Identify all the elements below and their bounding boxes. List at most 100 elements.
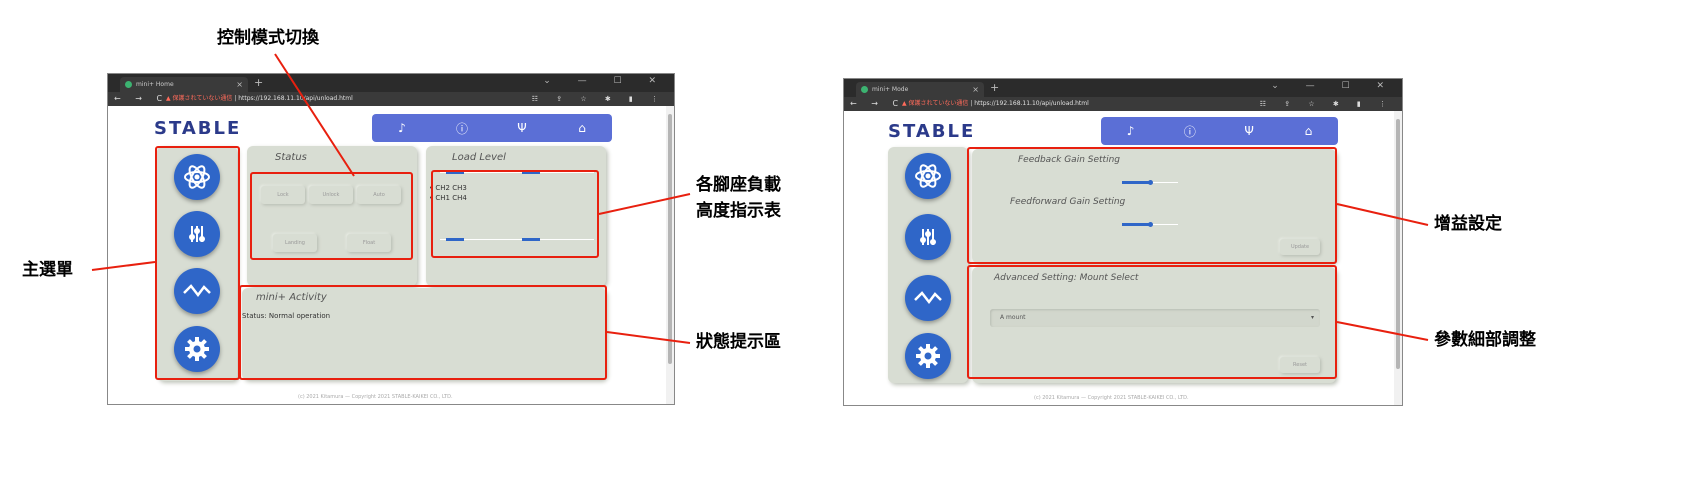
chevron-down-icon: ▾ bbox=[1310, 314, 1314, 321]
callout-gain-setting: 增益設定 bbox=[1434, 214, 1502, 234]
mount-select[interactable]: A mount ▾ bbox=[990, 309, 1320, 327]
url-field[interactable]: ▲ 保護されていない通信 | https://192.168.11.10/api… bbox=[166, 95, 353, 102]
top-nav-bar: ♪ ⓘ Ψ ⌂ bbox=[1101, 117, 1338, 145]
antenna-icon[interactable]: Ψ bbox=[1244, 124, 1254, 138]
bell-icon[interactable]: ♪ bbox=[398, 121, 406, 135]
tab-bar-right: mini+ Mode × + ⌄ — ☐ ✕ bbox=[844, 79, 1402, 97]
address-bar-right: ← → C ▲ 保護されていない通信 | https://192.168.11.… bbox=[844, 97, 1402, 111]
activity-status: Status: Normal operation bbox=[242, 312, 331, 320]
nav-buttons[interactable]: ← → C bbox=[114, 94, 169, 103]
activity-title: mini+ Activity bbox=[256, 292, 327, 303]
wave-icon bbox=[914, 291, 942, 305]
feedforward-fill bbox=[1122, 223, 1150, 226]
menu-item-sliders[interactable] bbox=[905, 214, 951, 260]
load-bar-ch4 bbox=[522, 238, 540, 241]
activity-panel: mini+ Activity Status: Normal operation bbox=[242, 288, 606, 380]
menu-item-atom[interactable] bbox=[905, 153, 951, 199]
callout-load-indicator-2: 高度指示表 bbox=[696, 201, 781, 221]
line-advanced bbox=[1336, 321, 1429, 341]
line-main-menu bbox=[91, 261, 156, 271]
tab-title: mini+ Home bbox=[136, 81, 174, 88]
load-track-bottom bbox=[440, 239, 594, 240]
mount-select-value: A mount bbox=[1000, 314, 1026, 321]
highlight-status-area bbox=[239, 285, 607, 380]
menu-item-wave[interactable] bbox=[905, 275, 951, 321]
highlight-gain bbox=[967, 147, 1337, 264]
callout-status-hint: 狀態提示區 bbox=[696, 332, 781, 352]
footer-text: (c) 2021 Kitamura — Copyright 2021 STABL… bbox=[298, 394, 453, 400]
stable-logo: STABLE bbox=[888, 121, 976, 142]
page-content-right: STABLE ♪ ⓘ Ψ ⌂ bbox=[844, 111, 1394, 405]
update-button[interactable]: Update bbox=[1280, 239, 1320, 255]
nav-buttons[interactable]: ← → C bbox=[850, 99, 905, 108]
status-button-float[interactable]: Float bbox=[347, 234, 391, 252]
scrollbar-thumb[interactable] bbox=[1396, 119, 1400, 369]
url-text: https://192.168.11.10/api/unload.html bbox=[238, 95, 353, 102]
feedback-fill bbox=[1122, 181, 1150, 184]
advanced-panel: Advanced Setting: Mount Select A mount ▾… bbox=[972, 267, 1336, 383]
window-controls[interactable]: ⌄ — ☐ ✕ bbox=[1271, 81, 1396, 91]
antenna-icon[interactable]: Ψ bbox=[517, 121, 527, 135]
browser-tab-right[interactable]: mini+ Mode × bbox=[856, 82, 984, 97]
lock-icon[interactable]: ⌂ bbox=[578, 121, 586, 135]
status-button-unlock[interactable]: Unlock bbox=[309, 186, 353, 204]
info-icon[interactable]: ⓘ bbox=[455, 121, 468, 136]
toolbar-icons[interactable]: ☷ ⇪ ☆ ✱ ▮ ⋮ bbox=[1259, 100, 1394, 108]
new-tab-button[interactable]: + bbox=[990, 81, 1000, 94]
load-bar-ch2 bbox=[446, 171, 464, 174]
gear-icon bbox=[185, 337, 209, 361]
top-nav-bar: ♪ ⓘ Ψ ⌂ bbox=[372, 114, 612, 142]
reset-button[interactable]: Reset bbox=[1280, 357, 1320, 373]
favicon-icon bbox=[861, 86, 868, 93]
scrollbar-thumb[interactable] bbox=[668, 114, 672, 364]
menu-item-sliders[interactable] bbox=[174, 211, 220, 257]
new-tab-button[interactable]: + bbox=[254, 76, 264, 89]
menu-item-wave[interactable] bbox=[174, 268, 220, 314]
status-button-lock[interactable]: Lock bbox=[261, 186, 305, 204]
toolbar-icons[interactable]: ☷ ⇪ ☆ ✱ ▮ ⋮ bbox=[531, 95, 666, 103]
feedforward-gain-title: Feedforward Gain Setting bbox=[1010, 197, 1126, 207]
feedback-gain-title: Feedback Gain Setting bbox=[1018, 155, 1120, 165]
menu-item-settings[interactable] bbox=[174, 326, 220, 372]
gear-icon bbox=[916, 344, 940, 368]
url-field[interactable]: ▲ 保護されていない通信 | https://192.168.11.10/api… bbox=[902, 100, 1089, 107]
menu-item-atom[interactable] bbox=[174, 154, 220, 200]
status-button-landing[interactable]: Landing bbox=[273, 234, 317, 252]
close-tab-icon[interactable]: × bbox=[236, 80, 243, 89]
feedback-slider-knob[interactable] bbox=[1148, 180, 1153, 185]
sidebar-menu bbox=[888, 147, 968, 383]
highlight-load-indicator bbox=[431, 170, 599, 258]
address-bar: ← → C ▲ 保護されていない通信 | https://192.168.11.… bbox=[108, 92, 674, 106]
atom-icon bbox=[915, 164, 941, 188]
window-controls[interactable]: ⌄ — ☐ ✕ bbox=[543, 76, 668, 86]
page-content: STABLE ♪ ⓘ Ψ ⌂ bbox=[108, 106, 666, 404]
insecure-warning: ▲ 保護されていない通信 bbox=[902, 100, 969, 107]
line-status-area bbox=[606, 331, 691, 344]
bell-icon[interactable]: ♪ bbox=[1126, 124, 1135, 138]
scrollbar[interactable] bbox=[1394, 111, 1402, 405]
wave-icon bbox=[183, 284, 211, 298]
close-tab-icon[interactable]: × bbox=[972, 85, 979, 94]
line-load-indicator bbox=[598, 193, 691, 215]
scrollbar[interactable] bbox=[666, 106, 674, 404]
sliders-icon bbox=[189, 226, 205, 242]
status-panel: Status Lock Unlock Auto Landing Float bbox=[247, 146, 417, 286]
lock-icon[interactable]: ⌂ bbox=[1304, 124, 1313, 138]
callout-param-adjust: 參數細部調整 bbox=[1434, 330, 1536, 350]
browser-window-left: mini+ Home × + ⌄ — ☐ ✕ ← → C ▲ 保護されていない通… bbox=[107, 73, 675, 405]
feedforward-slider-knob[interactable] bbox=[1148, 222, 1153, 227]
info-icon[interactable]: ⓘ bbox=[1183, 124, 1196, 139]
status-button-auto[interactable]: Auto bbox=[357, 186, 401, 204]
load-bar-ch3 bbox=[522, 171, 540, 174]
menu-item-settings[interactable] bbox=[905, 333, 951, 379]
insecure-warning: ▲ 保護されていない通信 bbox=[166, 95, 233, 102]
callout-control-mode: 控制模式切換 bbox=[217, 28, 319, 48]
status-title: Status bbox=[275, 152, 307, 163]
load-level-title: Load Level bbox=[452, 152, 506, 163]
callout-main-menu: 主選單 bbox=[22, 260, 73, 280]
load-track-top bbox=[440, 172, 594, 173]
highlight-advanced bbox=[967, 265, 1337, 379]
browser-tab[interactable]: mini+ Home × bbox=[120, 77, 248, 92]
highlight-control-mode bbox=[250, 172, 413, 260]
